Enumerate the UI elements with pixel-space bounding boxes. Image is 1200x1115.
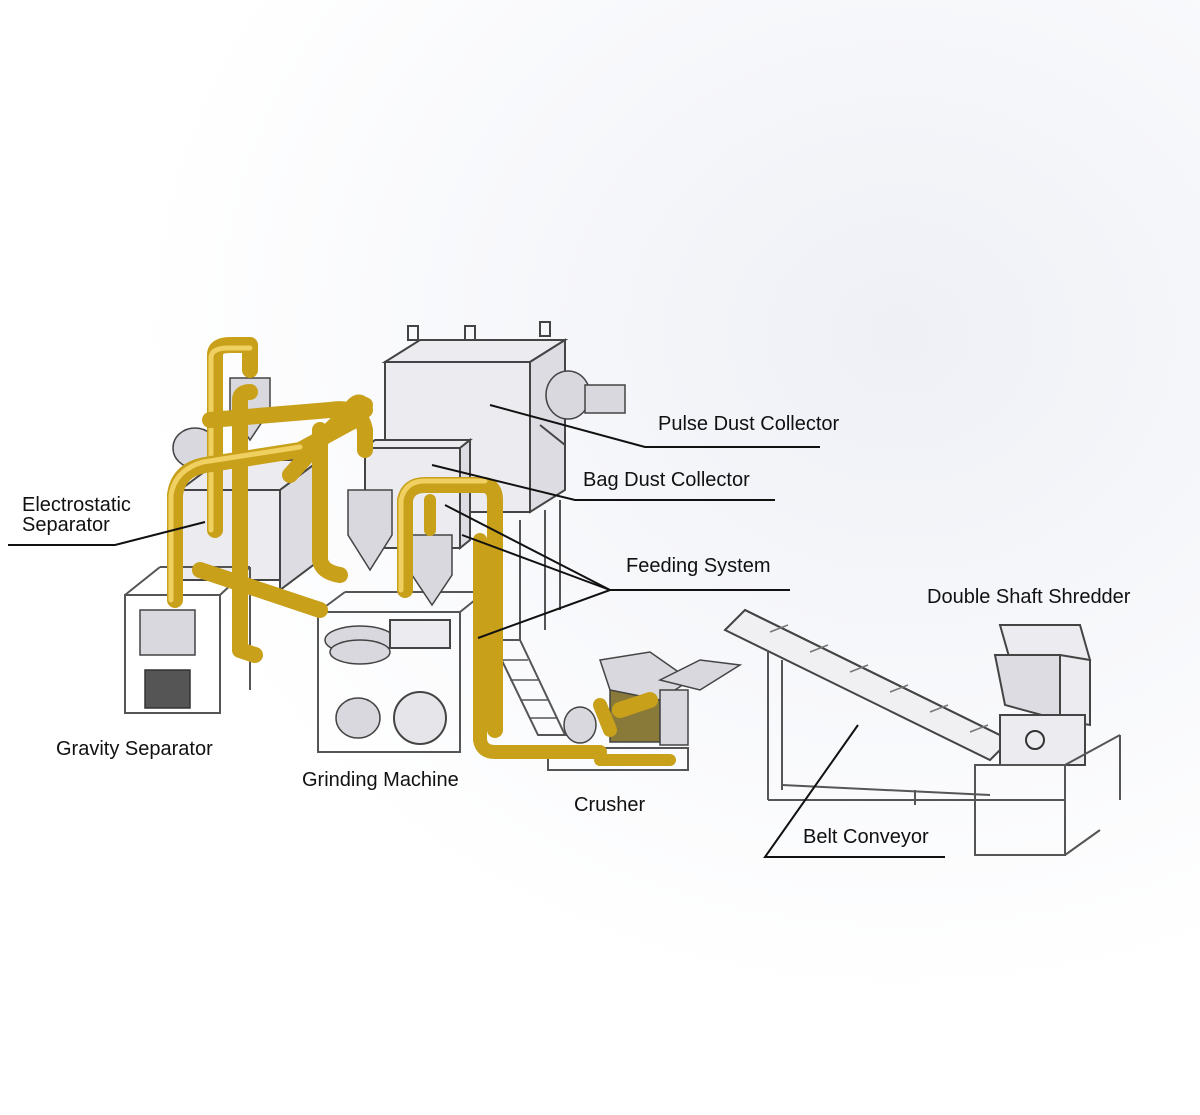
leader-belt-conveyor xyxy=(763,724,945,858)
leader-lines xyxy=(8,404,945,858)
leader-feeding-system-3 xyxy=(477,589,790,639)
belt-conveyor xyxy=(723,608,1012,805)
label-grinding-machine: Grinding Machine xyxy=(302,769,459,791)
label-electrostatic-separator-line1: Electrostatic xyxy=(22,494,131,516)
feeding-ramp xyxy=(490,639,567,736)
label-gravity-separator: Gravity Separator xyxy=(56,738,213,760)
leader-pulse-dust-collector xyxy=(489,404,820,448)
label-electrostatic-separator-line2: Separator xyxy=(22,514,110,536)
leader-electrostatic-separator xyxy=(8,521,206,546)
gravity-separator xyxy=(124,566,251,714)
grinding-machine xyxy=(317,489,486,753)
leader-bag-dust-collector xyxy=(431,464,775,501)
label-feeding-system: Feeding System xyxy=(626,555,771,577)
electrostatic-separator xyxy=(172,427,323,592)
leader-feeding-system-2 xyxy=(461,534,611,591)
label-double-shaft-shredder: Double Shaft Shredder xyxy=(927,586,1131,608)
yellow-pipe-network xyxy=(167,337,676,766)
crusher xyxy=(547,651,743,771)
label-crusher: Crusher xyxy=(574,794,645,816)
double-shaft-shredder xyxy=(974,624,1121,856)
label-pulse-dust-collector: Pulse Dust Collector xyxy=(658,413,840,435)
label-belt-conveyor: Belt Conveyor xyxy=(803,826,929,848)
label-bag-dust-collector: Bag Dust Collector xyxy=(583,469,750,491)
leader-feeding-system-1 xyxy=(444,504,611,591)
